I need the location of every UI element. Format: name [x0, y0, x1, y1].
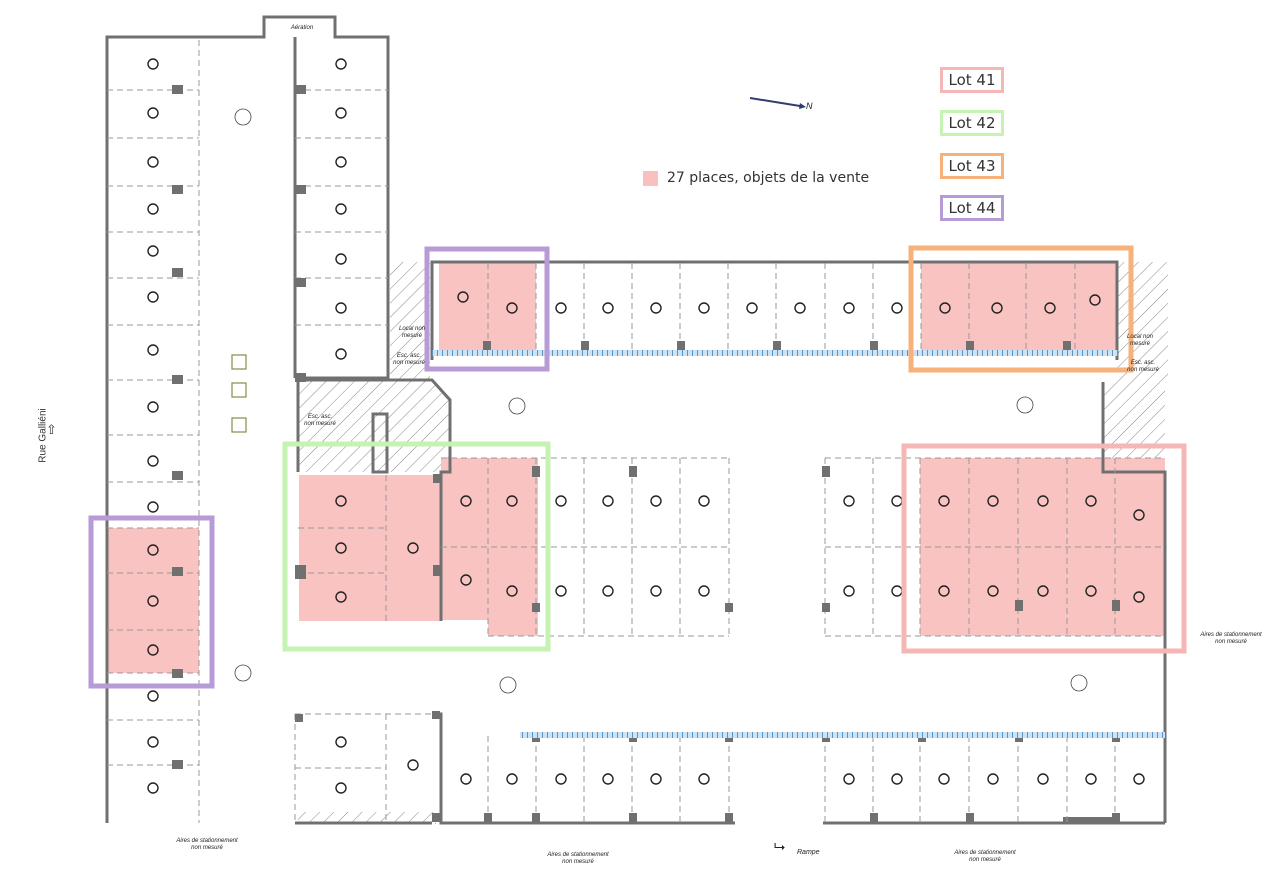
ramp-label: Rampe [797, 849, 820, 856]
local-label-left: Local non mesuré [398, 326, 426, 339]
esc-label-right: Esc. asc. non mesuré [1127, 360, 1159, 373]
legend-lot-43: Lot 43 [940, 153, 1004, 179]
legend-lot-41-label: Lot 41 [948, 71, 996, 89]
legend-lot-41: Lot 41 [940, 67, 1004, 93]
lot-44-outline-top [424, 246, 550, 372]
aires-label-bottom-left: Aires de stationnement non mesuré [176, 838, 238, 851]
walls [105, 15, 1167, 825]
local-label-right: Local non mesuré [1126, 334, 1154, 347]
legend-lot-44: Lot 44 [940, 195, 1004, 221]
small-squares [231, 354, 247, 433]
legend-lot-43-label: Lot 43 [948, 157, 996, 175]
esc-label-left: Esc. asc. non mesuré [393, 353, 425, 366]
caption-swatch [643, 170, 658, 186]
north-arrow-icon [749, 97, 806, 109]
legend-lot-42: Lot 42 [940, 110, 1004, 136]
lot-outlines [88, 245, 1187, 689]
esc-label-center: Esc. asc. non mesuré [304, 414, 336, 427]
lot-44-outline-left [88, 515, 215, 689]
aeration-label: Aération [290, 25, 314, 31]
height-markers [234, 108, 1088, 694]
caption-text: 27 places, objets de la vente [667, 170, 870, 186]
legend-lot-42-label: Lot 42 [948, 114, 996, 132]
aires-label-bottom-right: Aires de stationnement non mesuré [954, 850, 1016, 863]
north-label: N [806, 101, 813, 111]
ramp-arrow-icon: ⮡ [774, 838, 786, 854]
stall-markers [147, 58, 1145, 794]
up-arrow-icon: ⇧ [46, 422, 57, 437]
aisle-stripes [432, 350, 1165, 738]
stall-lines [107, 40, 1165, 823]
legend-caption: 27 places, objets de la vente [643, 170, 869, 186]
aires-label-right: Aires de stationnement non mesuré [1200, 632, 1262, 645]
legend-lot-44-label: Lot 44 [948, 199, 996, 217]
aires-label-bottom-center: Aires de stationnement non mesuré [547, 852, 609, 865]
lot-41-outline [901, 443, 1187, 654]
lot-42-outline [282, 441, 551, 652]
lot-43-outline [908, 245, 1134, 373]
